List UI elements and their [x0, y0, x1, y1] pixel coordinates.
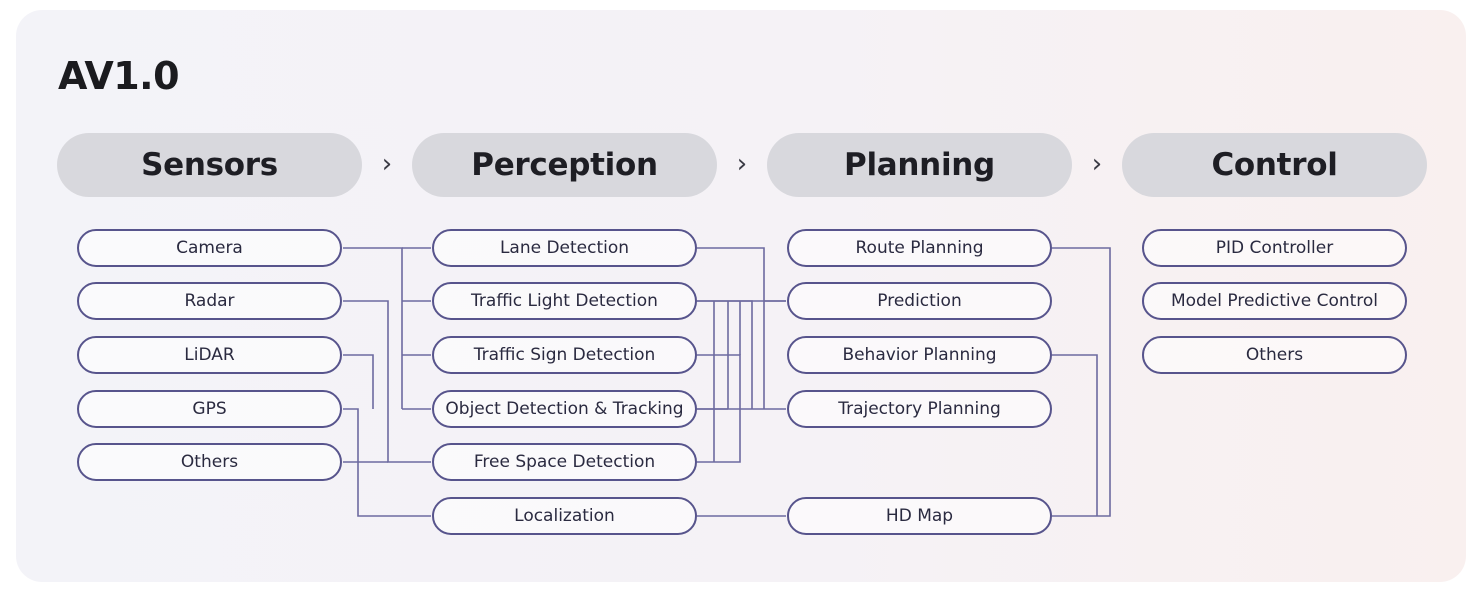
- planning-node-behavior-planning: Behavior Planning: [787, 336, 1052, 374]
- planning-node-hd-map: HD Map: [787, 497, 1052, 535]
- sensor-node-gps: GPS: [77, 390, 342, 428]
- sensor-node-camera: Camera: [77, 229, 342, 267]
- sensor-node-others: Others: [77, 443, 342, 481]
- planning-node-trajectory-planning: Trajectory Planning: [787, 390, 1052, 428]
- chevron-right-icon: ›: [736, 149, 748, 179]
- stage-header-control: Control: [1122, 133, 1427, 197]
- chevron-right-icon: ›: [381, 149, 393, 179]
- page-title: AV1.0: [58, 54, 180, 98]
- stage-header-perception: Perception: [412, 133, 717, 197]
- perception-node-localization: Localization: [432, 497, 697, 535]
- sensor-node-radar: Radar: [77, 282, 342, 320]
- sensor-node-lidar: LiDAR: [77, 336, 342, 374]
- stage-header-sensors: Sensors: [57, 133, 362, 197]
- perception-node-free-space-detection: Free Space Detection: [432, 443, 697, 481]
- perception-node-traffic-light-detection: Traffic Light Detection: [432, 282, 697, 320]
- control-node-model-predictive-control: Model Predictive Control: [1142, 282, 1407, 320]
- control-node-others: Others: [1142, 336, 1407, 374]
- stage-header-planning: Planning: [767, 133, 1072, 197]
- planning-node-route-planning: Route Planning: [787, 229, 1052, 267]
- perception-node-lane-detection: Lane Detection: [432, 229, 697, 267]
- perception-node-traffic-sign-detection: Traffic Sign Detection: [432, 336, 697, 374]
- chevron-right-icon: ›: [1091, 149, 1103, 179]
- planning-node-prediction: Prediction: [787, 282, 1052, 320]
- perception-node-object-detection: Object Detection & Tracking: [432, 390, 697, 428]
- control-node-pid-controller: PID Controller: [1142, 229, 1407, 267]
